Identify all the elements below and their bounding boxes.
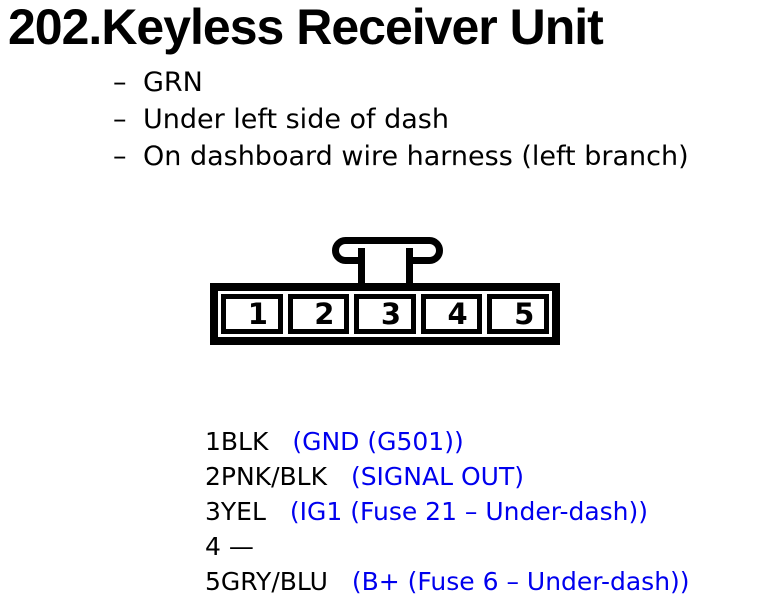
connector-pin-cell: 1 xyxy=(221,294,283,334)
pin-signal-label: (IG1 (Fuse 21 – Under-dash)) xyxy=(289,497,649,526)
pin-row: 2PNK/BLK (SIGNAL OUT) xyxy=(205,459,690,494)
pin-list: 1BLK (GND (G501)) 2PNK/BLK (SIGNAL OUT) … xyxy=(205,424,690,599)
connector-pin-cell: 3 xyxy=(354,294,416,334)
note-text: Under left side of dash xyxy=(143,104,449,135)
note-text: On dashboard wire harness (left branch) xyxy=(143,141,689,172)
pin-signal-label: (SIGNAL OUT) xyxy=(350,462,524,491)
pin-signal-label: (GND (G501)) xyxy=(292,427,464,456)
note-line: – GRN xyxy=(113,64,689,101)
pin-row: 5GRY/BLU (B+ (Fuse 6 – Under-dash)) xyxy=(205,564,690,599)
page-title: 202.Keyless Receiver Unit xyxy=(8,0,604,55)
pin-wire-label: 3YEL xyxy=(205,497,266,526)
note-line: – On dashboard wire harness (left branch… xyxy=(113,138,689,175)
note-line: – Under left side of dash xyxy=(113,101,689,138)
pin-row: 4 — xyxy=(205,529,690,564)
connector-diagram: 1 2 3 4 5 xyxy=(205,232,565,350)
pin-wire-label: 1BLK xyxy=(205,427,269,456)
pin-wire-label: 5GRY/BLU xyxy=(205,567,328,596)
pin-signal-label: (B+ (Fuse 6 – Under-dash)) xyxy=(351,567,690,596)
dash-marker: – xyxy=(113,104,127,135)
connector-body: 1 2 3 4 5 xyxy=(210,283,560,345)
note-text: GRN xyxy=(143,67,203,98)
connector-pin-cell: 2 xyxy=(287,294,350,334)
dash-marker: – xyxy=(113,67,127,98)
pin-row: 1BLK (GND (G501)) xyxy=(205,424,690,459)
pin-row: 3YEL (IG1 (Fuse 21 – Under-dash)) xyxy=(205,494,690,529)
dash-marker: – xyxy=(113,141,127,172)
pin-wire-label: 4 — xyxy=(205,532,254,561)
location-notes: – GRN – Under left side of dash – On das… xyxy=(113,64,689,175)
connector-pin-cell: 4 xyxy=(420,294,483,334)
connector-pin-cell: 5 xyxy=(487,294,549,334)
pin-wire-label: 2PNK/BLK xyxy=(205,462,327,491)
